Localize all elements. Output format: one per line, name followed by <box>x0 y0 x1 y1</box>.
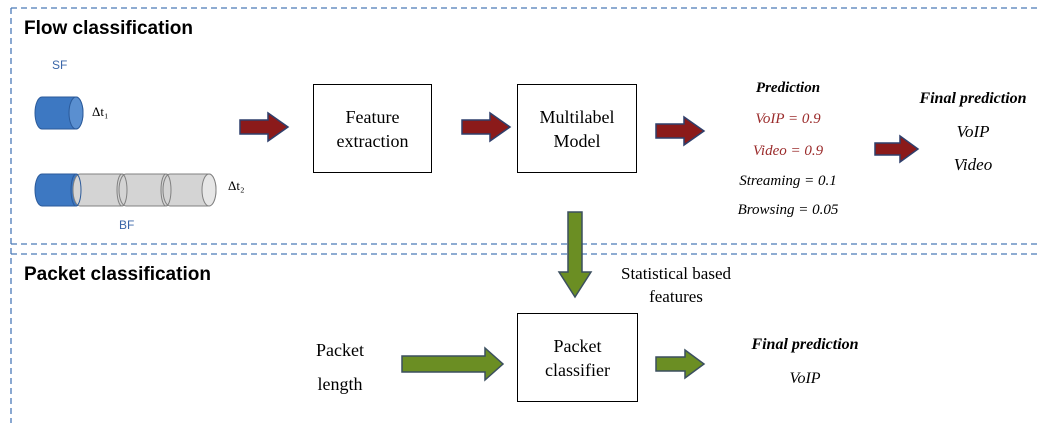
prediction-browsing: Browsing = 0.05 <box>737 202 839 218</box>
delta-t2-label: Δt₂ <box>228 178 245 193</box>
prediction-title: Prediction <box>755 80 821 96</box>
feature-extraction-box: Feature extraction <box>313 84 432 173</box>
packet-classifier-line-1: Packet <box>553 335 602 356</box>
arrow-statistical-down <box>557 211 593 299</box>
sf-cylinder <box>34 96 84 130</box>
arrow-to-prediction <box>655 115 706 147</box>
arrow-to-packet-final <box>655 348 706 380</box>
packet-final-voip: VoIP <box>789 370 821 387</box>
packet-classifier-box: Packet classifier <box>517 313 638 402</box>
statistical-features-line-1: Statistical based <box>620 264 731 283</box>
flow-final-video: Video <box>953 155 993 174</box>
feature-extraction-line-1: Feature <box>345 106 400 127</box>
arrow-to-feature-extraction <box>239 111 290 143</box>
packet-classifier-line-2: classifier <box>545 359 610 380</box>
bf-cylinder <box>34 173 217 207</box>
statistical-features-label: Statistical based features <box>596 262 756 308</box>
multilabel-model-box: Multilabel Model <box>517 84 637 173</box>
packet-length-line-1: Packet <box>316 340 364 360</box>
multilabel-model-line-1: Multilabel <box>539 106 615 127</box>
sf-label: SF <box>52 58 68 72</box>
arrow-packet-length <box>401 346 505 382</box>
delta-t1-label: Δt₁ <box>92 104 109 119</box>
flow-final-voip: VoIP <box>956 122 990 141</box>
packet-section-title: Packet classification <box>24 264 211 285</box>
prediction-video: Video = 0.9 <box>752 143 824 159</box>
multilabel-model-line-2: Model <box>553 130 601 151</box>
prediction-streaming: Streaming = 0.1 <box>739 173 837 189</box>
bf-label: BF <box>119 218 135 232</box>
flow-section-title: Flow classification <box>24 18 193 39</box>
feature-extraction-line-2: extraction <box>336 130 409 151</box>
arrow-to-multilabel-model <box>461 111 512 143</box>
packet-length-line-2: length <box>317 374 363 394</box>
packet-length-label: Packet length <box>300 333 380 401</box>
packet-final-prediction-title: Final prediction <box>751 336 859 353</box>
statistical-features-line-2: features <box>649 287 703 306</box>
prediction-voip: VoIP = 0.9 <box>755 111 821 127</box>
arrow-to-final-prediction <box>874 134 920 164</box>
flow-final-prediction-title: Final prediction <box>919 90 1027 107</box>
